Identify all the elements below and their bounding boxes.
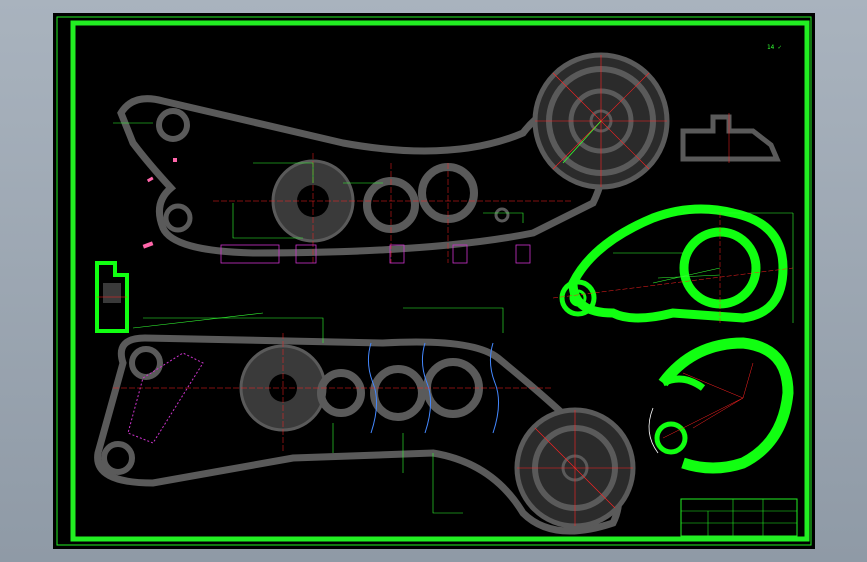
drawing-border [70, 20, 810, 542]
title-block[interactable] [680, 498, 798, 537]
cad-viewport[interactable]: 14 ✓ [53, 13, 815, 549]
bottom-track-assembly[interactable] [94, 307, 636, 535]
top-track-assembly[interactable] [113, 52, 670, 264]
bracket-detail[interactable] [680, 113, 781, 163]
idler-wheel-icon [514, 407, 636, 529]
road-wheel-icon [156, 108, 510, 243]
drawing-sheet: 14 ✓ [56, 16, 812, 546]
tension-arm-detail[interactable] [552, 204, 794, 323]
hook-arm-detail[interactable] [648, 337, 794, 474]
sprocket-wheel-icon [532, 52, 670, 190]
top-track-belt [117, 95, 608, 257]
section-detail-left[interactable] [95, 261, 129, 333]
surface-finish-mark: 14 ✓ [767, 44, 782, 51]
outer-frame [56, 16, 812, 546]
